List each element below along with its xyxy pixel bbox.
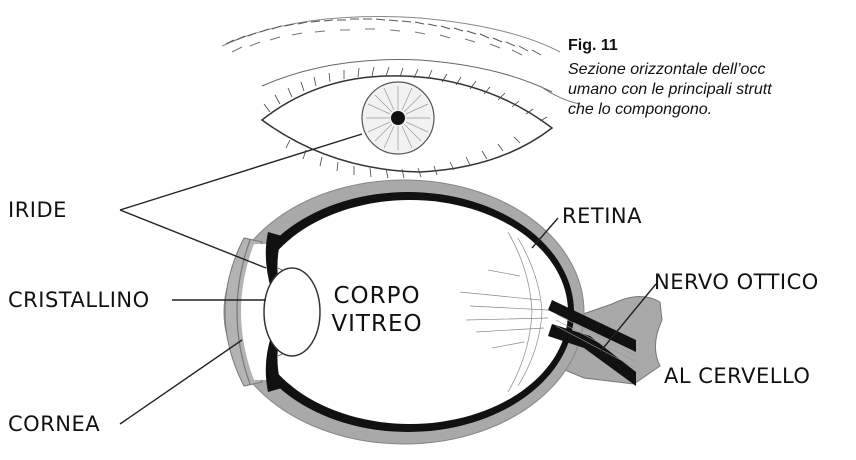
lens bbox=[264, 268, 320, 356]
figure-description-line: che lo compongono. bbox=[568, 100, 856, 120]
external-eye-illustration bbox=[222, 17, 580, 178]
figure-description-line: umano con le principali strutt bbox=[568, 80, 856, 100]
label-nervo-ottico: NERVO OTTICO bbox=[654, 270, 819, 294]
label-cornea: CORNEA bbox=[8, 412, 100, 436]
external-pupil bbox=[391, 111, 405, 125]
label-corpo-vitreo-line1: CORPO bbox=[318, 282, 436, 310]
label-corpo-vitreo-line2: VITREO bbox=[318, 310, 436, 338]
figure-number: Fig. 11 bbox=[568, 36, 856, 56]
label-iride: IRIDE bbox=[8, 198, 67, 222]
label-corpo-vitreo: CORPO VITREO bbox=[318, 282, 436, 338]
label-cristallino: CRISTALLINO bbox=[8, 288, 150, 312]
leader-cornea bbox=[120, 340, 242, 424]
eyebrow bbox=[222, 17, 560, 55]
label-al-cervello: AL CERVELLO bbox=[664, 364, 810, 388]
figure-caption: Fig. 11 Sezione orizzontale dell’occ uma… bbox=[568, 36, 856, 120]
figure-description: Sezione orizzontale dell’occ umano con l… bbox=[568, 60, 856, 120]
label-retina: RETINA bbox=[562, 204, 642, 228]
figure-description-line: Sezione orizzontale dell’occ bbox=[568, 60, 856, 80]
